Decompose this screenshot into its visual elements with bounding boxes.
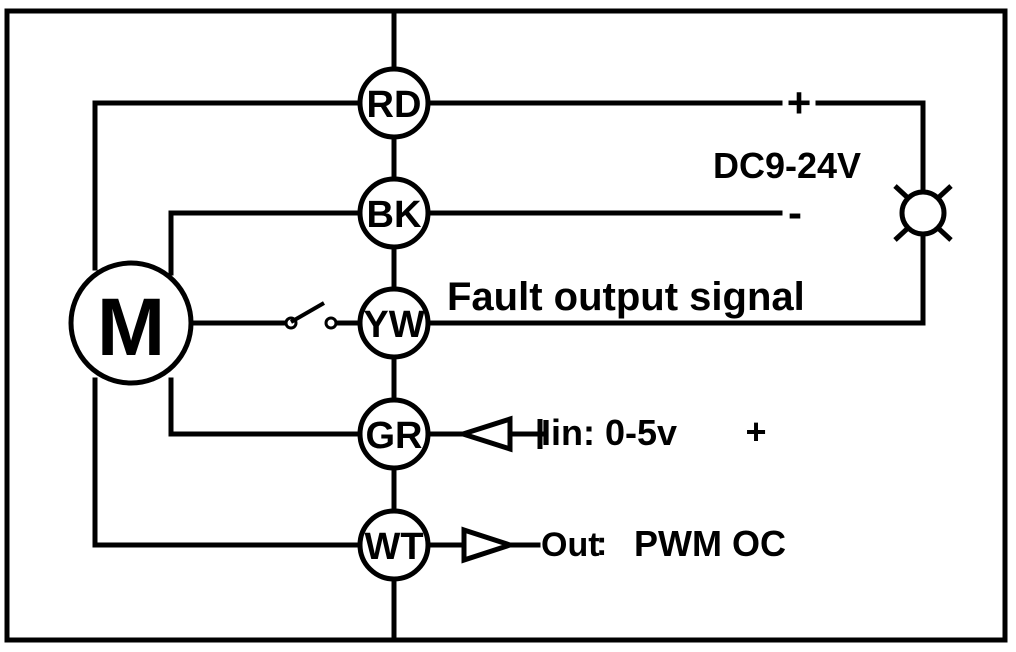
- motor-circle: [68, 260, 194, 386]
- motor: M: [68, 260, 194, 386]
- output-value-label: PWM OC: [634, 523, 786, 564]
- wire-motor-wt: [92, 377, 397, 548]
- output-colon-label: :: [596, 525, 607, 563]
- terminal-bk: BK: [357, 176, 431, 250]
- terminal-bk-label: BK: [367, 194, 422, 236]
- fault-output-label: Fault output signal: [447, 275, 805, 319]
- outer-frame: [4, 8, 1008, 643]
- terminal-yw: YW: [357, 286, 431, 360]
- terminal-wt-label: WT: [364, 526, 423, 568]
- terminal-wt: WT: [357, 508, 431, 582]
- lamp-icon: [893, 184, 953, 242]
- wire-motor-rd: [92, 100, 397, 271]
- terminal-yw-label: YW: [363, 304, 424, 346]
- terminal-gr: GR: [357, 397, 431, 471]
- switch-icon: [284, 301, 338, 330]
- wire-lamp-yw: [391, 232, 926, 326]
- input-arrow-icon: [454, 415, 543, 453]
- wire-motor-gr: [168, 377, 397, 437]
- supply-plus-label: +: [787, 79, 812, 126]
- supply-minus-label: -: [788, 189, 802, 236]
- input-plus-label: +: [745, 411, 766, 452]
- wire-motor-bk: [168, 210, 397, 276]
- terminal-rd: RD: [357, 66, 431, 140]
- wire-plus-lamp: [815, 100, 926, 195]
- terminal-gr-label: GR: [366, 415, 423, 457]
- supply-voltage-label: DC9-24V: [713, 145, 861, 186]
- input-label: Iin: 0-5v: [541, 412, 677, 453]
- output-prefix-label: Out: [541, 526, 600, 564]
- motor-label: M: [97, 282, 165, 373]
- output-arrow-icon: [461, 526, 519, 564]
- terminal-rd-label: RD: [367, 84, 422, 126]
